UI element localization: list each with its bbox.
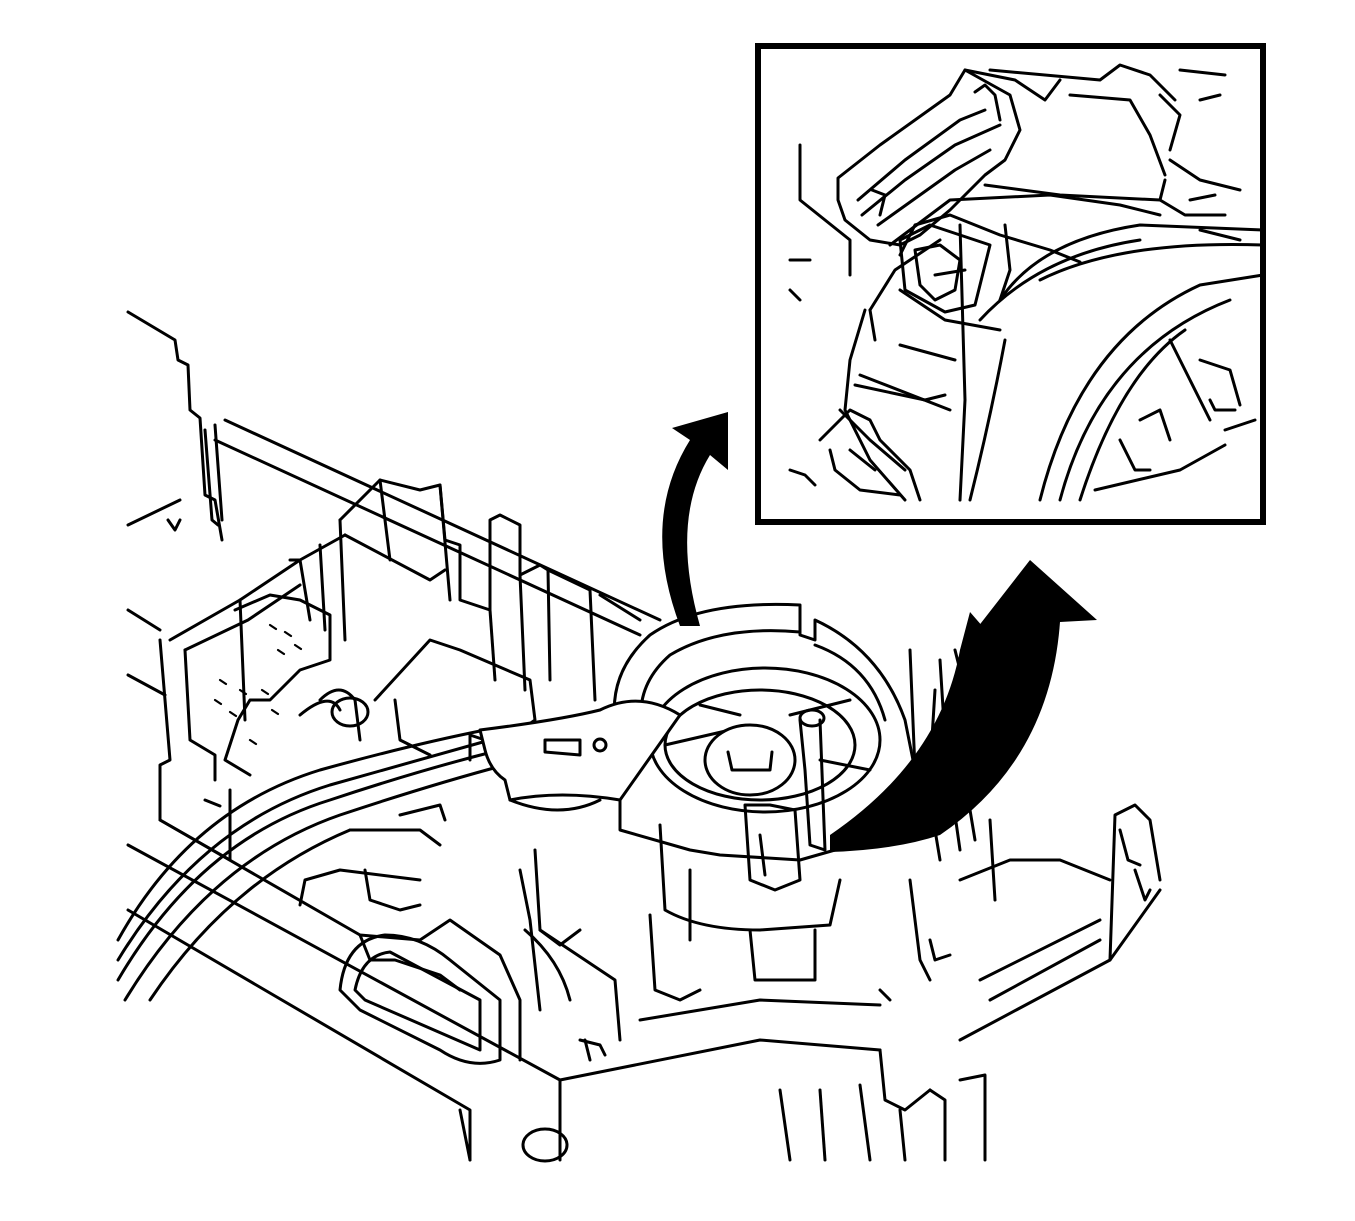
rotation-direction-arrow — [830, 560, 1097, 852]
callout-arrow-to-inset — [662, 412, 728, 626]
rotary-ring-component-illustration — [478, 602, 917, 1012]
detail-inset-view — [755, 43, 1266, 525]
housing-assembly-illustration — [126, 310, 1162, 1163]
wire-harness-illustration — [116, 728, 507, 1002]
